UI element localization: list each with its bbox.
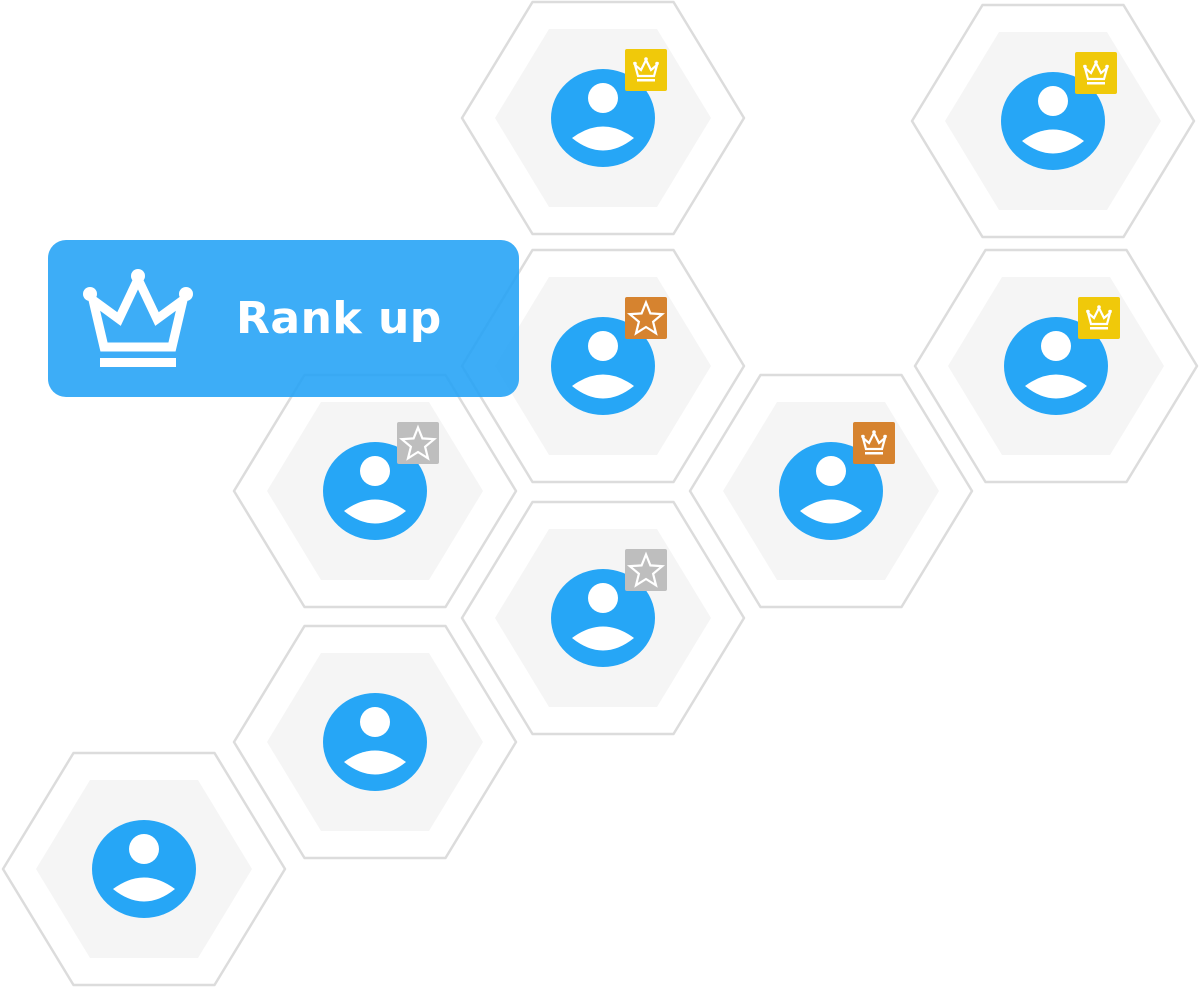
rank-up-label: Rank up xyxy=(236,292,442,344)
avatar-icon xyxy=(1004,317,1108,415)
star-badge-icon xyxy=(397,422,439,464)
star-badge-icon xyxy=(625,297,667,339)
avatar-icon xyxy=(551,569,655,667)
star-badge-icon xyxy=(625,549,667,591)
crown-badge-icon xyxy=(625,49,667,91)
rank-up-button[interactable]: Rank up xyxy=(48,240,519,397)
avatar-icon xyxy=(779,442,883,540)
crown-badge-icon xyxy=(1075,52,1117,94)
member-hex[interactable] xyxy=(910,3,1196,239)
avatar-icon xyxy=(1001,72,1105,170)
member-hex[interactable] xyxy=(460,0,746,236)
member-hex[interactable] xyxy=(913,248,1199,484)
crown-badge-icon xyxy=(853,422,895,464)
member-hex[interactable] xyxy=(1,751,287,987)
member-hex[interactable] xyxy=(232,373,518,609)
crown-icon xyxy=(83,268,193,367)
avatar-icon xyxy=(551,317,655,415)
avatar-icon xyxy=(323,442,427,540)
member-hex[interactable] xyxy=(460,248,746,484)
avatar-icon xyxy=(323,693,427,791)
crown-badge-icon xyxy=(1078,297,1120,339)
member-hex[interactable] xyxy=(460,500,746,736)
member-hex[interactable] xyxy=(688,373,974,609)
avatar-icon xyxy=(92,820,196,918)
member-hex[interactable] xyxy=(232,624,518,860)
avatar-icon xyxy=(551,69,655,167)
